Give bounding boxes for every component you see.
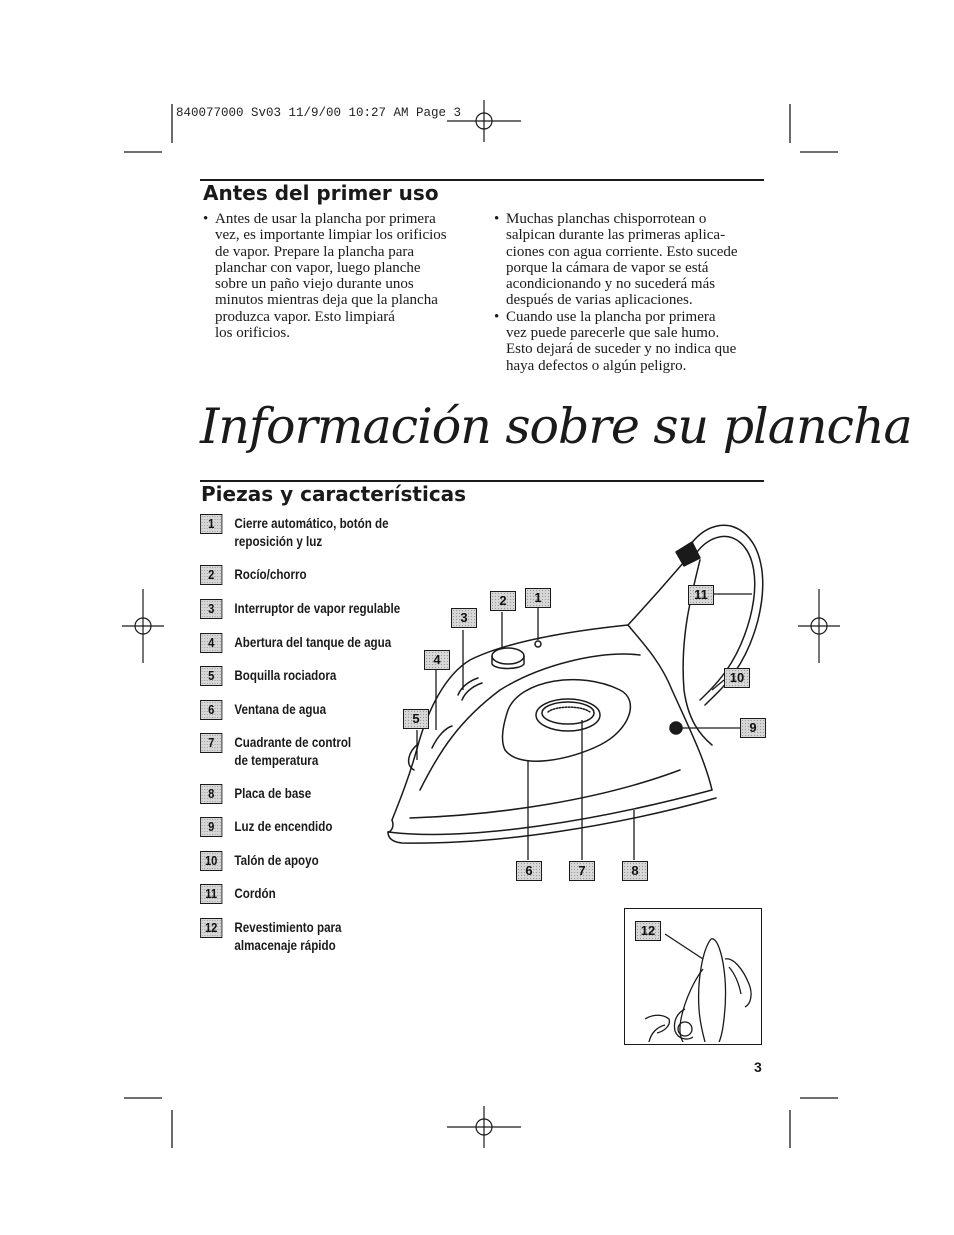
registration-target-bottom bbox=[447, 1106, 521, 1148]
heading-rule-top bbox=[200, 179, 764, 181]
callout-3: 3 bbox=[451, 608, 477, 628]
callout-11: 11 bbox=[688, 585, 714, 605]
part-label: Ventana de agua bbox=[234, 702, 327, 717]
callout-7: 7 bbox=[569, 861, 595, 881]
text-line: Esto dejará de suceder y no indica que bbox=[506, 341, 737, 358]
print-slug: 840077000 Sv03 11/9/00 10:27 AM Page 3 bbox=[176, 106, 462, 120]
text-line: sobre un paño viejo durante unos bbox=[215, 276, 414, 293]
callout-number-box: 10 bbox=[724, 668, 750, 688]
text-line: porque la cámara de vapor se está bbox=[506, 259, 709, 276]
callout-number-box: 11 bbox=[688, 585, 714, 605]
part-label: Abertura del tanque de agua bbox=[234, 635, 392, 650]
part-item-6: 6 Ventana de agua bbox=[200, 700, 326, 720]
part-number-box: 7 bbox=[200, 733, 223, 753]
part-number-box: 1 bbox=[200, 514, 223, 534]
part-label: Cordón bbox=[234, 886, 276, 901]
part-number-box: 4 bbox=[200, 633, 223, 653]
heading-rule-parts bbox=[200, 480, 764, 482]
part-number-box: 12 bbox=[200, 918, 223, 938]
section-title: Información sobre su plancha bbox=[200, 398, 913, 455]
part-number-box: 5 bbox=[200, 666, 223, 686]
part-label: Cierre automático, botón de bbox=[234, 516, 389, 531]
callout-number-box: 5 bbox=[403, 709, 429, 729]
callout-number-box: 8 bbox=[622, 861, 648, 881]
page-number: 3 bbox=[754, 1059, 762, 1075]
callout-4: 4 bbox=[424, 650, 450, 670]
part-item-1: 1 Cierre automático, botón de reposición … bbox=[200, 514, 389, 549]
bullet-clean-vents: Antes de usar la plancha por primera vez… bbox=[203, 211, 483, 341]
parts-heading: Piezas y características bbox=[201, 482, 467, 506]
part-number-box: 9 bbox=[200, 817, 223, 837]
part-label: Talón de apoyo bbox=[234, 853, 319, 868]
part-label: Luz de encendido bbox=[234, 819, 333, 834]
part-item-3: 3 Interruptor de vapor regulable bbox=[200, 599, 400, 619]
text-line: Muchas planchas chisporrotean o bbox=[506, 211, 707, 227]
text-line: ciones con agua corriente. Esto sucede bbox=[506, 243, 738, 260]
part-item-5: 5 Boquilla rociadora bbox=[200, 666, 336, 686]
text-line: produzca vapor. Esto limpiará bbox=[215, 308, 395, 325]
text-line: de vapor. Prepare la plancha para bbox=[215, 243, 415, 260]
part-item-4: 4 Abertura del tanque de agua bbox=[200, 633, 391, 653]
text-line: acondicionando y no sucederá más bbox=[506, 276, 716, 293]
callout-number-box: 7 bbox=[569, 861, 595, 881]
text-line: vez puede parecerle que sale humo. bbox=[506, 325, 720, 342]
part-label: Boquilla rociadora bbox=[234, 668, 337, 683]
part-item-12: 12 Revestimiento para almacenaje rápido bbox=[200, 918, 342, 953]
part-label: Cuadrante de control bbox=[234, 735, 352, 750]
callout-number-box: 4 bbox=[424, 650, 450, 670]
part-number-box: 8 bbox=[200, 784, 223, 804]
text-line: Cuando use la plancha por primera bbox=[506, 308, 716, 325]
text-line: vez, es importante limpiar los orificios bbox=[215, 227, 447, 244]
part-label-line2: reposición y luz bbox=[234, 534, 323, 549]
part-number-box: 11 bbox=[200, 884, 223, 904]
part-label: Placa de base bbox=[234, 786, 312, 801]
callout-number-box: 3 bbox=[451, 608, 477, 628]
before-first-use-heading: Antes del primer uso bbox=[203, 181, 439, 205]
callout-number-box: 9 bbox=[740, 718, 766, 738]
registration-target-top bbox=[447, 100, 521, 142]
callout-10: 10 bbox=[724, 668, 750, 688]
part-label-line2: almacenaje rápido bbox=[234, 938, 336, 953]
part-item-9: 9 Luz de encendido bbox=[200, 817, 332, 837]
part-item-11: 11 Cordón bbox=[200, 884, 276, 904]
part-label: Rocío/chorro bbox=[234, 567, 307, 582]
callout-12-number-box: 12 bbox=[635, 921, 661, 941]
part-item-7: 7 Cuadrante de control de temperatura bbox=[200, 733, 351, 768]
callout-number-box: 1 bbox=[525, 588, 551, 608]
part-item-10: 10 Talón de apoyo bbox=[200, 851, 319, 871]
storage-iron-drawing bbox=[644, 933, 752, 1042]
part-number-box: 10 bbox=[200, 851, 223, 871]
part-label: Revestimiento para bbox=[234, 920, 342, 935]
callout-number-box: 2 bbox=[490, 591, 516, 611]
callout-1: 1 bbox=[525, 588, 551, 608]
callout-2: 2 bbox=[490, 591, 516, 611]
registration-target-left bbox=[122, 589, 164, 663]
storage-inset-illustration: 12 bbox=[624, 908, 762, 1045]
text-line: planchar con vapor, luego planche bbox=[215, 259, 421, 276]
before-first-use-left-column: Antes de usar la plancha por primera vez… bbox=[203, 211, 483, 341]
text-line: los orificios. bbox=[215, 325, 290, 342]
part-item-8: 8 Placa de base bbox=[200, 784, 311, 804]
part-item-2: 2 Rocío/chorro bbox=[200, 565, 307, 585]
registration-target-right bbox=[798, 589, 840, 663]
bullet-smoke: Cuando use la plancha por primera vez pu… bbox=[494, 309, 774, 374]
callout-9: 9 bbox=[740, 718, 766, 738]
text-line: después de varias aplicaciones. bbox=[506, 292, 693, 309]
text-line: salpican durante las primeras aplica- bbox=[506, 227, 726, 244]
part-number-box: 6 bbox=[200, 700, 223, 720]
part-number-box: 3 bbox=[200, 599, 223, 619]
before-first-use-right-column: Muchas planchas chisporrotean o salpican… bbox=[494, 211, 774, 374]
part-label-line2: de temperatura bbox=[234, 753, 319, 768]
text-line: Antes de usar la plancha por primera bbox=[215, 211, 436, 227]
callout-5: 5 bbox=[403, 709, 429, 729]
part-number-box: 2 bbox=[200, 565, 223, 585]
callout-8: 8 bbox=[622, 861, 648, 881]
text-line: minutos mientras deja que la plancha bbox=[215, 292, 438, 309]
callout-6: 6 bbox=[516, 861, 542, 881]
text-line: haya defectos o algún peligro. bbox=[506, 357, 687, 374]
bullet-sputter: Muchas planchas chisporrotean o salpican… bbox=[494, 211, 774, 309]
callout-number-box: 6 bbox=[516, 861, 542, 881]
part-label: Interruptor de vapor regulable bbox=[234, 601, 401, 616]
